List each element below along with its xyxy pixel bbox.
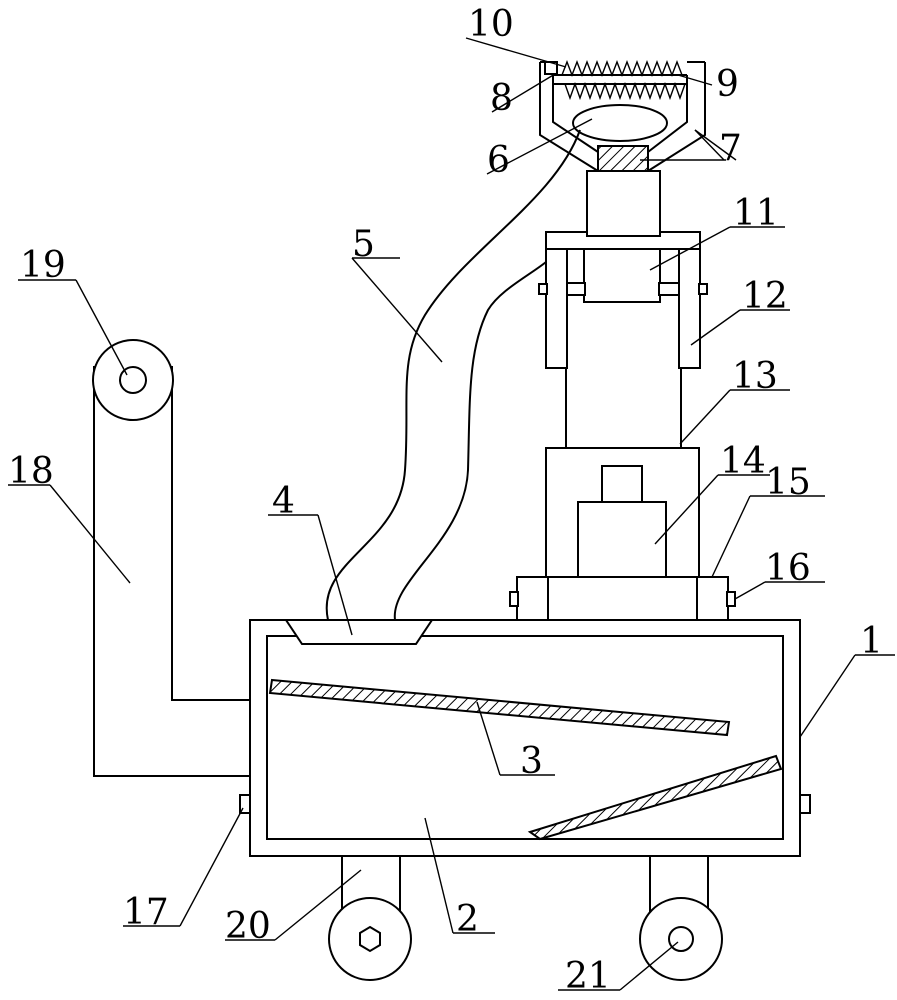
base-bolt-right — [726, 591, 736, 607]
label-14: 14 — [720, 441, 766, 482]
label-4: 4 — [272, 481, 295, 522]
right-knob — [799, 794, 811, 814]
right-wheel — [639, 897, 723, 981]
label-13: 13 — [732, 356, 778, 397]
hatched-joint — [597, 145, 649, 172]
leader-lines — [8, 37, 895, 991]
label-12: 12 — [742, 276, 788, 317]
label-5: 5 — [352, 224, 375, 265]
label-11: 11 — [733, 193, 779, 234]
label-20: 20 — [225, 906, 271, 947]
hose-inner — [393, 261, 547, 621]
label-2: 2 — [456, 899, 479, 940]
label-7: 7 — [719, 128, 742, 169]
label-18: 18 — [8, 451, 54, 492]
label-19: 19 — [20, 245, 66, 286]
pulley — [92, 339, 174, 421]
label-8: 8 — [490, 78, 513, 119]
label-1: 1 — [860, 621, 883, 662]
label-17: 17 — [123, 892, 169, 933]
lower-screen — [527, 754, 783, 841]
left-knob — [239, 794, 251, 814]
label-6: 6 — [487, 140, 510, 181]
inner-block — [583, 248, 661, 303]
left-wheel — [328, 897, 412, 981]
suction-disc — [572, 104, 668, 142]
motor — [577, 465, 667, 578]
label-16: 16 — [765, 548, 811, 589]
label-10: 10 — [468, 4, 514, 45]
label-15: 15 — [765, 462, 811, 503]
neck — [586, 170, 661, 237]
upper-screen — [268, 678, 731, 737]
cutting-head — [539, 60, 706, 172]
label-21: 21 — [565, 956, 611, 997]
tank-body — [249, 619, 801, 857]
handle-frame — [93, 366, 250, 777]
hose — [325, 129, 581, 621]
label-3: 3 — [520, 741, 543, 782]
clamp-frame — [538, 231, 708, 369]
base-bolt-left — [509, 591, 519, 607]
label-9: 9 — [716, 64, 739, 105]
inlet-hopper — [284, 619, 434, 645]
